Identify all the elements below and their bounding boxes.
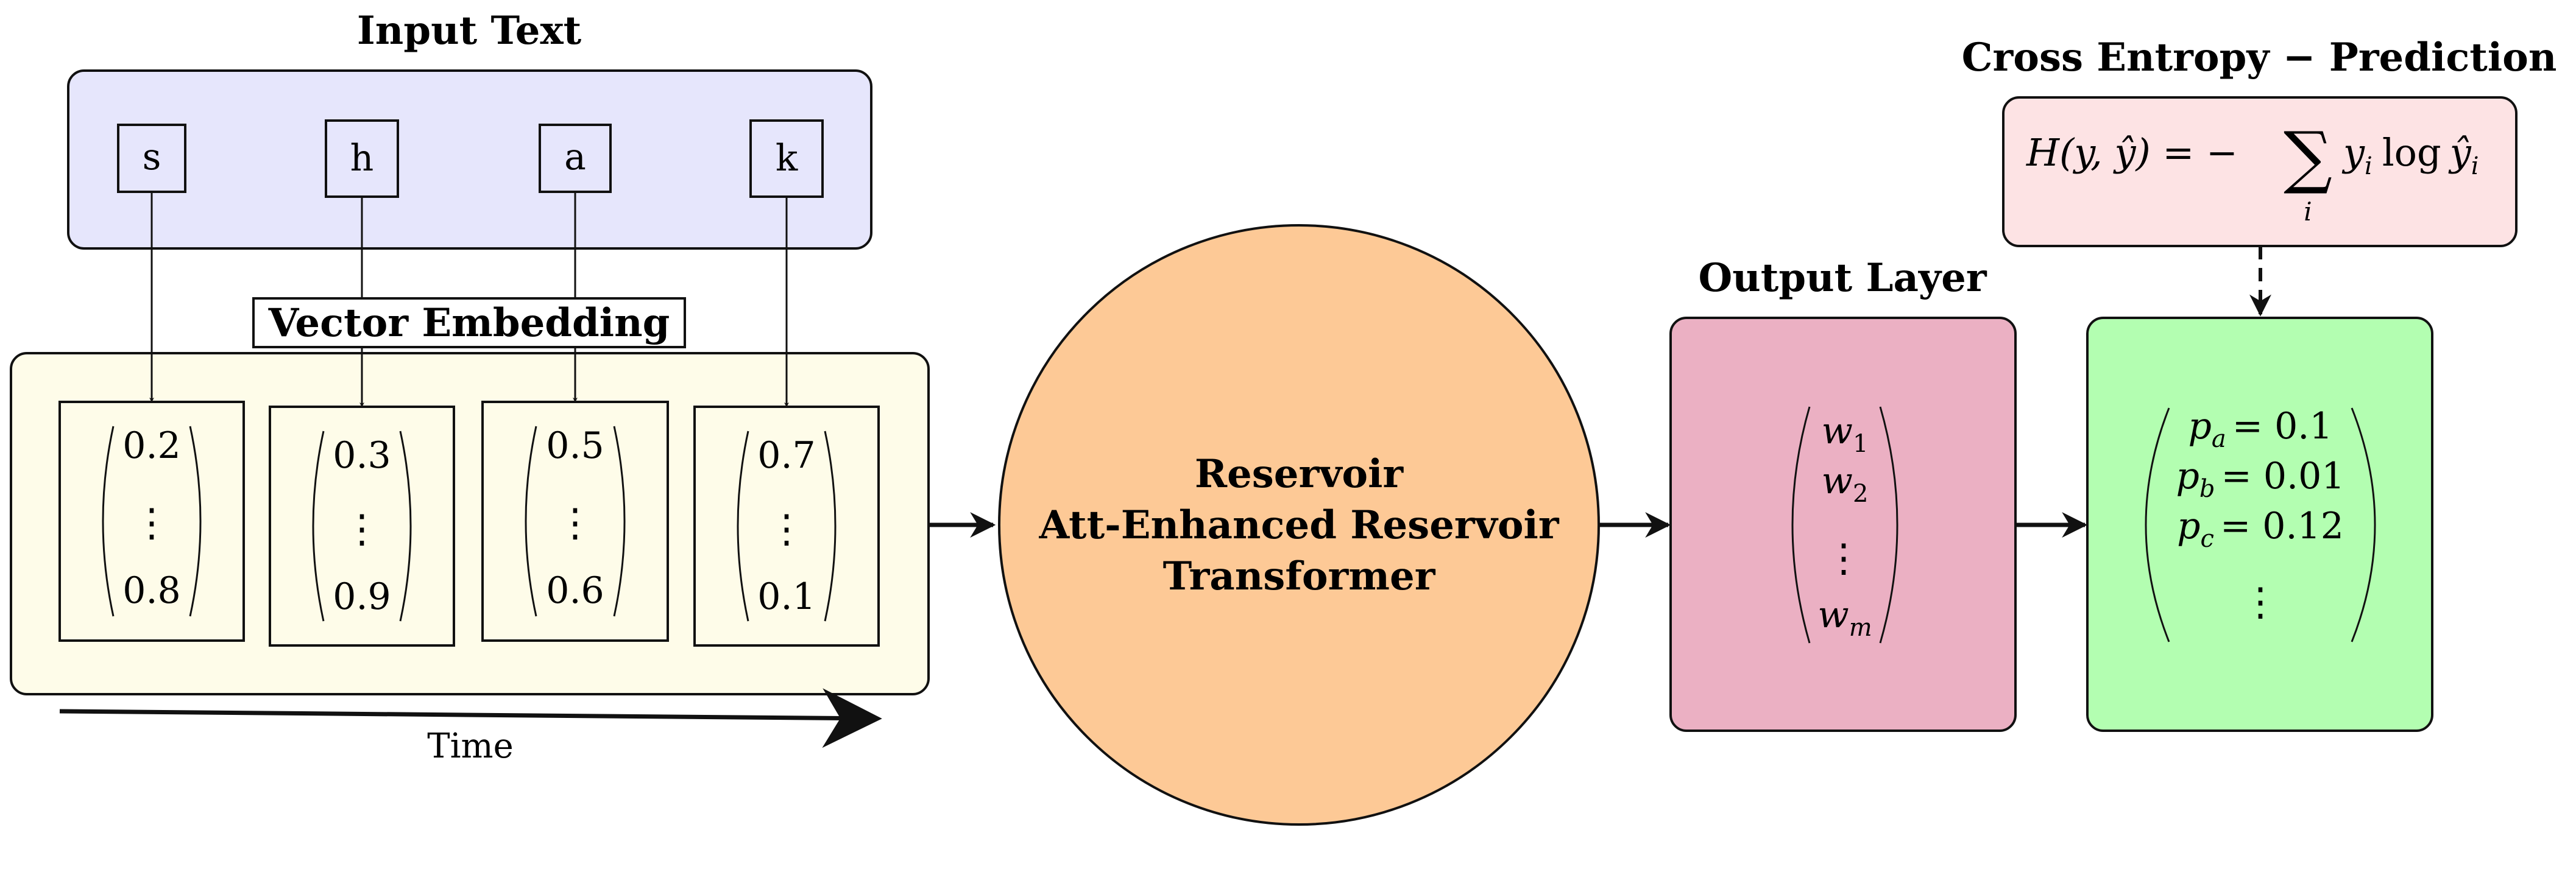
token-k: k: [749, 119, 824, 198]
vector-top: 0.5: [546, 424, 604, 467]
token-h: h: [325, 119, 399, 198]
vector-bottom: 0.8: [122, 569, 180, 612]
output-layer-box: [1669, 317, 2017, 732]
output-dots: ⋮: [1824, 536, 1863, 581]
input-text-box: [67, 69, 872, 250]
reservoir-line-1: Reservoir: [1195, 451, 1404, 497]
reservoir-line-3: Transformer: [1163, 554, 1436, 599]
vector-dots: ⋮: [767, 507, 806, 552]
token-label: a: [564, 136, 586, 178]
vector-bottom: 0.1: [757, 575, 815, 618]
token-a: a: [539, 124, 612, 193]
vector-1: 0.2 ⋮ 0.8: [58, 401, 245, 642]
time-arrow: [59, 688, 882, 748]
token-s: s: [117, 124, 186, 193]
output-w1: w1: [1822, 410, 1869, 458]
output-w2: w2: [1822, 460, 1869, 508]
vector-bottom: 0.9: [333, 575, 391, 618]
prediction-right-paren: [2351, 407, 2376, 642]
vector-top: 0.7: [757, 434, 815, 477]
vector-2: 0.3 ⋮ 0.9: [269, 406, 455, 647]
token-label: k: [776, 137, 798, 180]
vector-top: 0.3: [333, 434, 391, 477]
sum-index: i: [2304, 197, 2312, 227]
vector-3: 0.5 ⋮ 0.6: [481, 401, 669, 642]
cross-entropy-formula: H(y, ŷ) = −: [2026, 130, 2238, 175]
reservoir-line-2: Att-Enhanced Reservoir: [1038, 502, 1559, 548]
prediction-dots: ⋮: [2241, 580, 2280, 625]
prediction-box: [2086, 317, 2433, 732]
vector-embedding-label-box: [252, 297, 686, 348]
time-label: Time: [427, 726, 514, 766]
prediction-left-paren: [2145, 407, 2170, 642]
output-left-paren: [1791, 406, 1811, 644]
input-text-title: Input Text: [357, 8, 582, 54]
token-label: h: [350, 137, 374, 180]
output-wm: wm: [1817, 594, 1872, 642]
output-right-paren: [1879, 406, 1898, 644]
prediction-row-b: pb= 0.01: [2176, 455, 2345, 503]
token-label: s: [143, 136, 161, 178]
vector-dots: ⋮: [132, 501, 171, 546]
prediction-row-c: pc= 0.12: [2177, 505, 2344, 553]
vector-dots: ⋮: [342, 507, 381, 552]
cross-entropy-title: Cross Entropy − Prediction: [1962, 35, 2557, 80]
vector-4: 0.7 ⋮ 0.1: [693, 406, 880, 647]
vector-top: 0.2: [122, 424, 180, 467]
vector-dots: ⋮: [556, 501, 595, 546]
sum-symbol: ∑: [2284, 118, 2332, 197]
vector-embedding-label: Vector Embedding: [268, 300, 670, 346]
vector-bottom: 0.6: [546, 569, 604, 612]
prediction-row-a: pa= 0.1: [2188, 405, 2332, 453]
output-layer-title: Output Layer: [1698, 255, 1987, 301]
